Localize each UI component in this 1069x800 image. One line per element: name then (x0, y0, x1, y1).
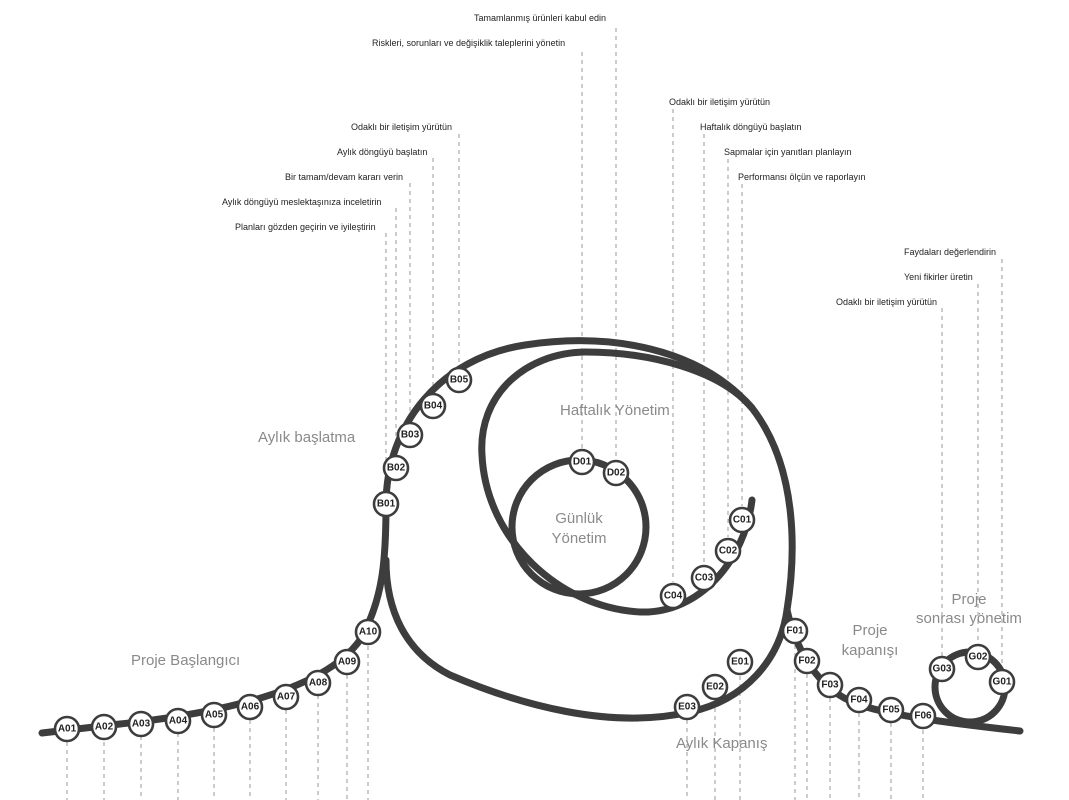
node-c03[interactable]: C03 (690, 564, 718, 592)
section-proje-baslangici: Proje Başlangıcı (131, 652, 240, 669)
node-a06[interactable]: A06 (236, 693, 264, 721)
nodes: A01 A02 A03 A04 A05 A06 A07 A08 A09 A10 … (53, 366, 1016, 743)
node-f03[interactable]: F03 (816, 671, 844, 699)
svg-text:C03: C03 (695, 573, 714, 584)
section-haftalik-yonetim: Haftalık Yönetim (560, 402, 670, 419)
svg-text:B05: B05 (450, 375, 469, 386)
section-proje-sonrasi-line1: Proje (951, 591, 986, 608)
node-a02[interactable]: A02 (90, 713, 118, 741)
svg-text:F05: F05 (882, 705, 900, 716)
svg-text:C02: C02 (719, 546, 738, 557)
node-a03[interactable]: A03 (127, 710, 155, 738)
svg-text:A06: A06 (241, 702, 260, 713)
node-f02[interactable]: F02 (793, 647, 821, 675)
callout-b-aylik: Aylık döngüyü başlatın (337, 147, 427, 157)
node-b05[interactable]: B05 (445, 366, 473, 394)
node-b03[interactable]: B03 (396, 421, 424, 449)
callout-g-odakli: Odaklı bir iletişim yürütün (836, 297, 937, 307)
node-e02[interactable]: E02 (701, 673, 729, 701)
svg-text:C01: C01 (733, 515, 752, 526)
node-a09[interactable]: A09 (333, 648, 361, 676)
node-a10[interactable]: A10 (354, 618, 382, 646)
section-proje-sonrasi-line2: sonrası yönetim (916, 610, 1022, 627)
svg-text:F03: F03 (821, 680, 839, 691)
svg-text:E01: E01 (731, 657, 749, 668)
node-a07[interactable]: A07 (272, 683, 300, 711)
callout-tamamlanmis: Tamamlanmış ürünleri kabul edin (474, 13, 606, 23)
node-f05[interactable]: F05 (877, 696, 905, 724)
svg-text:B01: B01 (377, 499, 396, 510)
section-proje-kapanisi-line2: kapanışı (842, 642, 899, 659)
svg-text:B03: B03 (401, 430, 420, 441)
svg-text:A07: A07 (277, 692, 296, 703)
node-f06[interactable]: F06 (909, 702, 937, 730)
svg-text:A09: A09 (338, 657, 357, 668)
section-gunluk-line2: Yönetim (551, 530, 606, 547)
node-b04[interactable]: B04 (419, 392, 447, 420)
node-f01[interactable]: F01 (781, 617, 809, 645)
svg-text:F04: F04 (850, 695, 868, 706)
node-a01[interactable]: A01 (53, 715, 81, 743)
svg-text:F01: F01 (786, 626, 804, 637)
svg-text:A03: A03 (132, 719, 151, 730)
callout-riskleri: Riskleri, sorunları ve değişiklik talepl… (372, 38, 565, 48)
callout-c-odakli: Odaklı bir iletişim yürütün (669, 97, 770, 107)
node-c01[interactable]: C01 (728, 506, 756, 534)
section-aylik-baslatma: Aylık başlatma (258, 429, 356, 446)
node-c04[interactable]: C04 (659, 582, 687, 610)
node-d02[interactable]: D02 (602, 459, 630, 487)
node-a08[interactable]: A08 (304, 669, 332, 697)
callout-g-fayda: Faydaları değerlendirin (904, 247, 996, 257)
section-gunluk-line1: Günlük (555, 510, 603, 527)
svg-text:C04: C04 (664, 591, 683, 602)
svg-text:D02: D02 (607, 468, 626, 479)
section-proje-kapanisi-line1: Proje (852, 622, 887, 639)
svg-text:A08: A08 (309, 678, 328, 689)
node-g03[interactable]: G03 (928, 655, 956, 683)
node-f04[interactable]: F04 (845, 686, 873, 714)
svg-text:A02: A02 (95, 722, 114, 733)
svg-text:E02: E02 (706, 682, 724, 693)
svg-text:A01: A01 (58, 724, 77, 735)
node-c02[interactable]: C02 (714, 537, 742, 565)
svg-text:A10: A10 (359, 627, 378, 638)
leader-lines (66, 28, 1003, 800)
node-g01[interactable]: G01 (988, 668, 1016, 696)
node-g02[interactable]: G02 (964, 643, 992, 671)
svg-text:E03: E03 (678, 702, 696, 713)
callouts: Tamamlanmış ürünleri kabul edin Riskleri… (222, 13, 996, 307)
node-b01[interactable]: B01 (372, 490, 400, 518)
node-d01[interactable]: D01 (568, 448, 596, 476)
svg-text:G03: G03 (933, 664, 952, 675)
svg-text:B04: B04 (424, 401, 443, 412)
callout-b-plan: Planları gözden geçirin ve iyileştirin (235, 222, 376, 232)
node-b02[interactable]: B02 (382, 454, 410, 482)
process-track (38, 337, 1024, 737)
callout-b-meslek: Aylık döngüyü meslektaşınıza inceletirin (222, 197, 381, 207)
svg-text:A05: A05 (205, 710, 224, 721)
callout-g-fikir: Yeni fikirler üretin (904, 272, 973, 282)
svg-text:G02: G02 (969, 652, 988, 663)
svg-text:F06: F06 (914, 711, 932, 722)
callout-c-sapma: Sapmalar için yanıtları planlayın (724, 147, 852, 157)
svg-text:G01: G01 (993, 677, 1012, 688)
callout-b-tamam: Bir tamam/devam kararı verin (285, 172, 403, 182)
svg-text:F02: F02 (798, 656, 816, 667)
callout-c-perf: Performansı ölçün ve raporlayın (738, 172, 866, 182)
node-e01[interactable]: E01 (726, 648, 754, 676)
section-aylik-kapanis: Aylık Kapanış (676, 735, 767, 752)
svg-text:A04: A04 (169, 716, 188, 727)
node-a04[interactable]: A04 (164, 707, 192, 735)
callout-b-odakli: Odaklı bir iletişim yürütün (351, 122, 452, 132)
svg-text:D01: D01 (573, 457, 592, 468)
section-labels: Proje Başlangıcı Aylık başlatma Haftalık… (131, 402, 1022, 752)
node-a05[interactable]: A05 (200, 701, 228, 729)
node-e03[interactable]: E03 (673, 693, 701, 721)
callout-c-haftalik: Haftalık döngüyü başlatın (700, 122, 802, 132)
svg-text:B02: B02 (387, 463, 406, 474)
